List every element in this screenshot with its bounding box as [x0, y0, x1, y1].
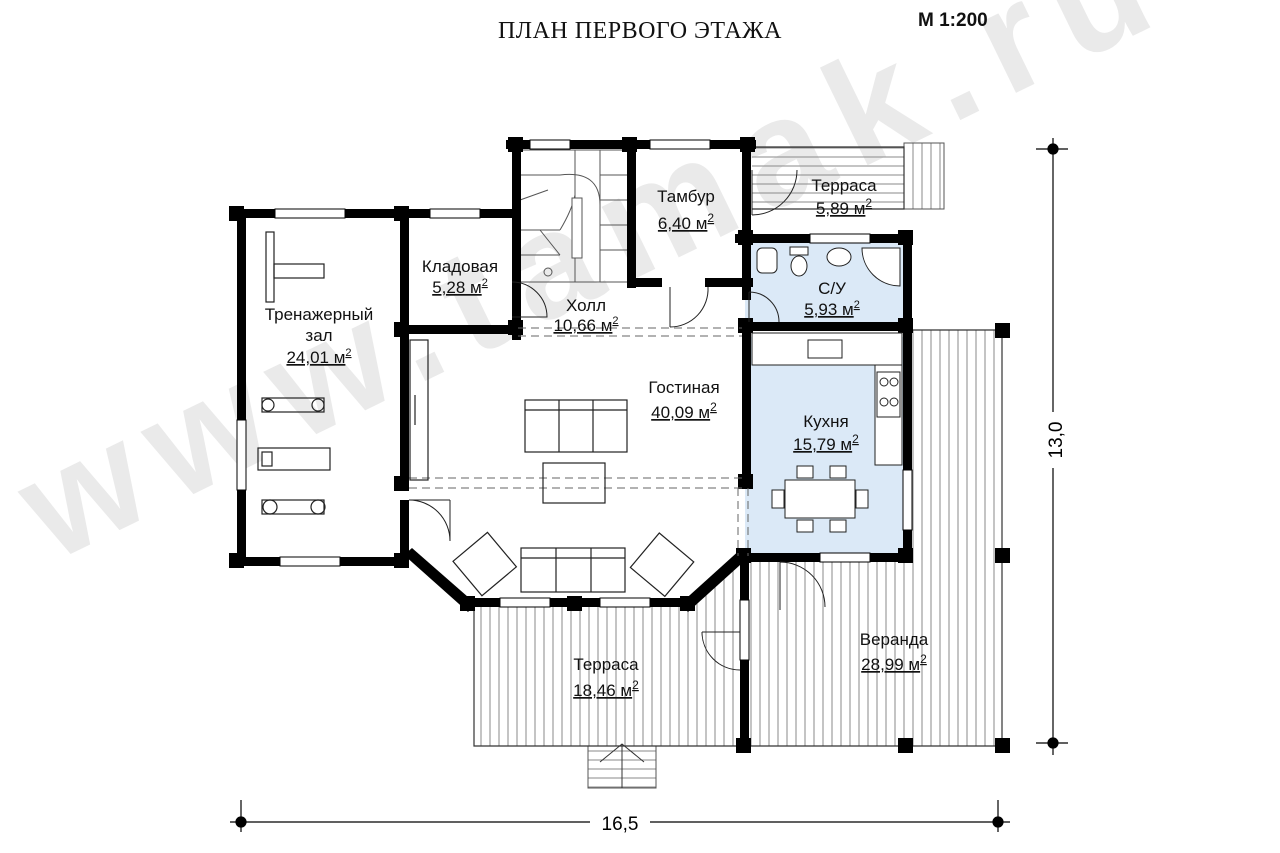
stairs-arrow [599, 743, 645, 788]
staircase [519, 149, 629, 283]
bathroom-name: С/У [818, 279, 846, 298]
terrace-top-area: 5,89 м2 [816, 196, 873, 218]
veranda-name: Веранда [860, 630, 929, 649]
kitchen-area: 15,79 м2 [793, 432, 859, 454]
terrace-bottom-deck [474, 552, 742, 746]
gym-name-2: зал [305, 326, 332, 345]
terrace-top-deck [752, 147, 904, 209]
bathroom-fixtures [756, 246, 901, 287]
terrace-bottom-area: 18,46 м2 [573, 678, 639, 700]
terrace-bottom-name: Терраса [573, 655, 639, 674]
veranda-deck-side [912, 330, 1002, 562]
pillars [229, 137, 1010, 753]
dimension-height-label: 13,0 [1046, 422, 1067, 459]
dimension-width-label: 16,5 [602, 814, 639, 835]
kitchen-fixtures [751, 332, 903, 533]
deck-edges [473, 146, 1003, 747]
vestibule-name: Тамбур [657, 187, 715, 206]
dimension-height-bg [1042, 412, 1066, 468]
windows [236, 139, 913, 661]
hall-name: Холл [566, 296, 606, 315]
bathroom-area: 5,93 м2 [804, 299, 860, 319]
storage-name: Кладовая [422, 257, 498, 276]
beam-lines [409, 327, 749, 556]
plan-title: ПЛАН ПЕРВОГО ЭТАЖА [497, 18, 783, 44]
terrace-top-stairs [903, 142, 945, 210]
veranda-area: 28,99 м2 [861, 652, 927, 674]
living-area: 40,09 м2 [651, 400, 717, 422]
gym-equipment [257, 231, 331, 515]
kitchen-name: Кухня [803, 412, 849, 431]
doors [408, 169, 826, 671]
living-name: Гостиная [648, 378, 719, 397]
dimension-width-bg [590, 810, 650, 832]
living-furniture [409, 339, 695, 598]
terrace-top-name: Терраса [811, 176, 877, 195]
scale-label: М 1:200 [918, 10, 988, 31]
gym-name-1: Тренажерный [265, 305, 374, 324]
hall-area: 10,66 м2 [553, 315, 618, 335]
storage-area: 5,28 м2 [432, 277, 488, 297]
gym-area: 24,01 м2 [286, 347, 351, 367]
veranda-deck [748, 560, 1002, 746]
vestibule-area: 6,40 м2 [658, 211, 715, 233]
